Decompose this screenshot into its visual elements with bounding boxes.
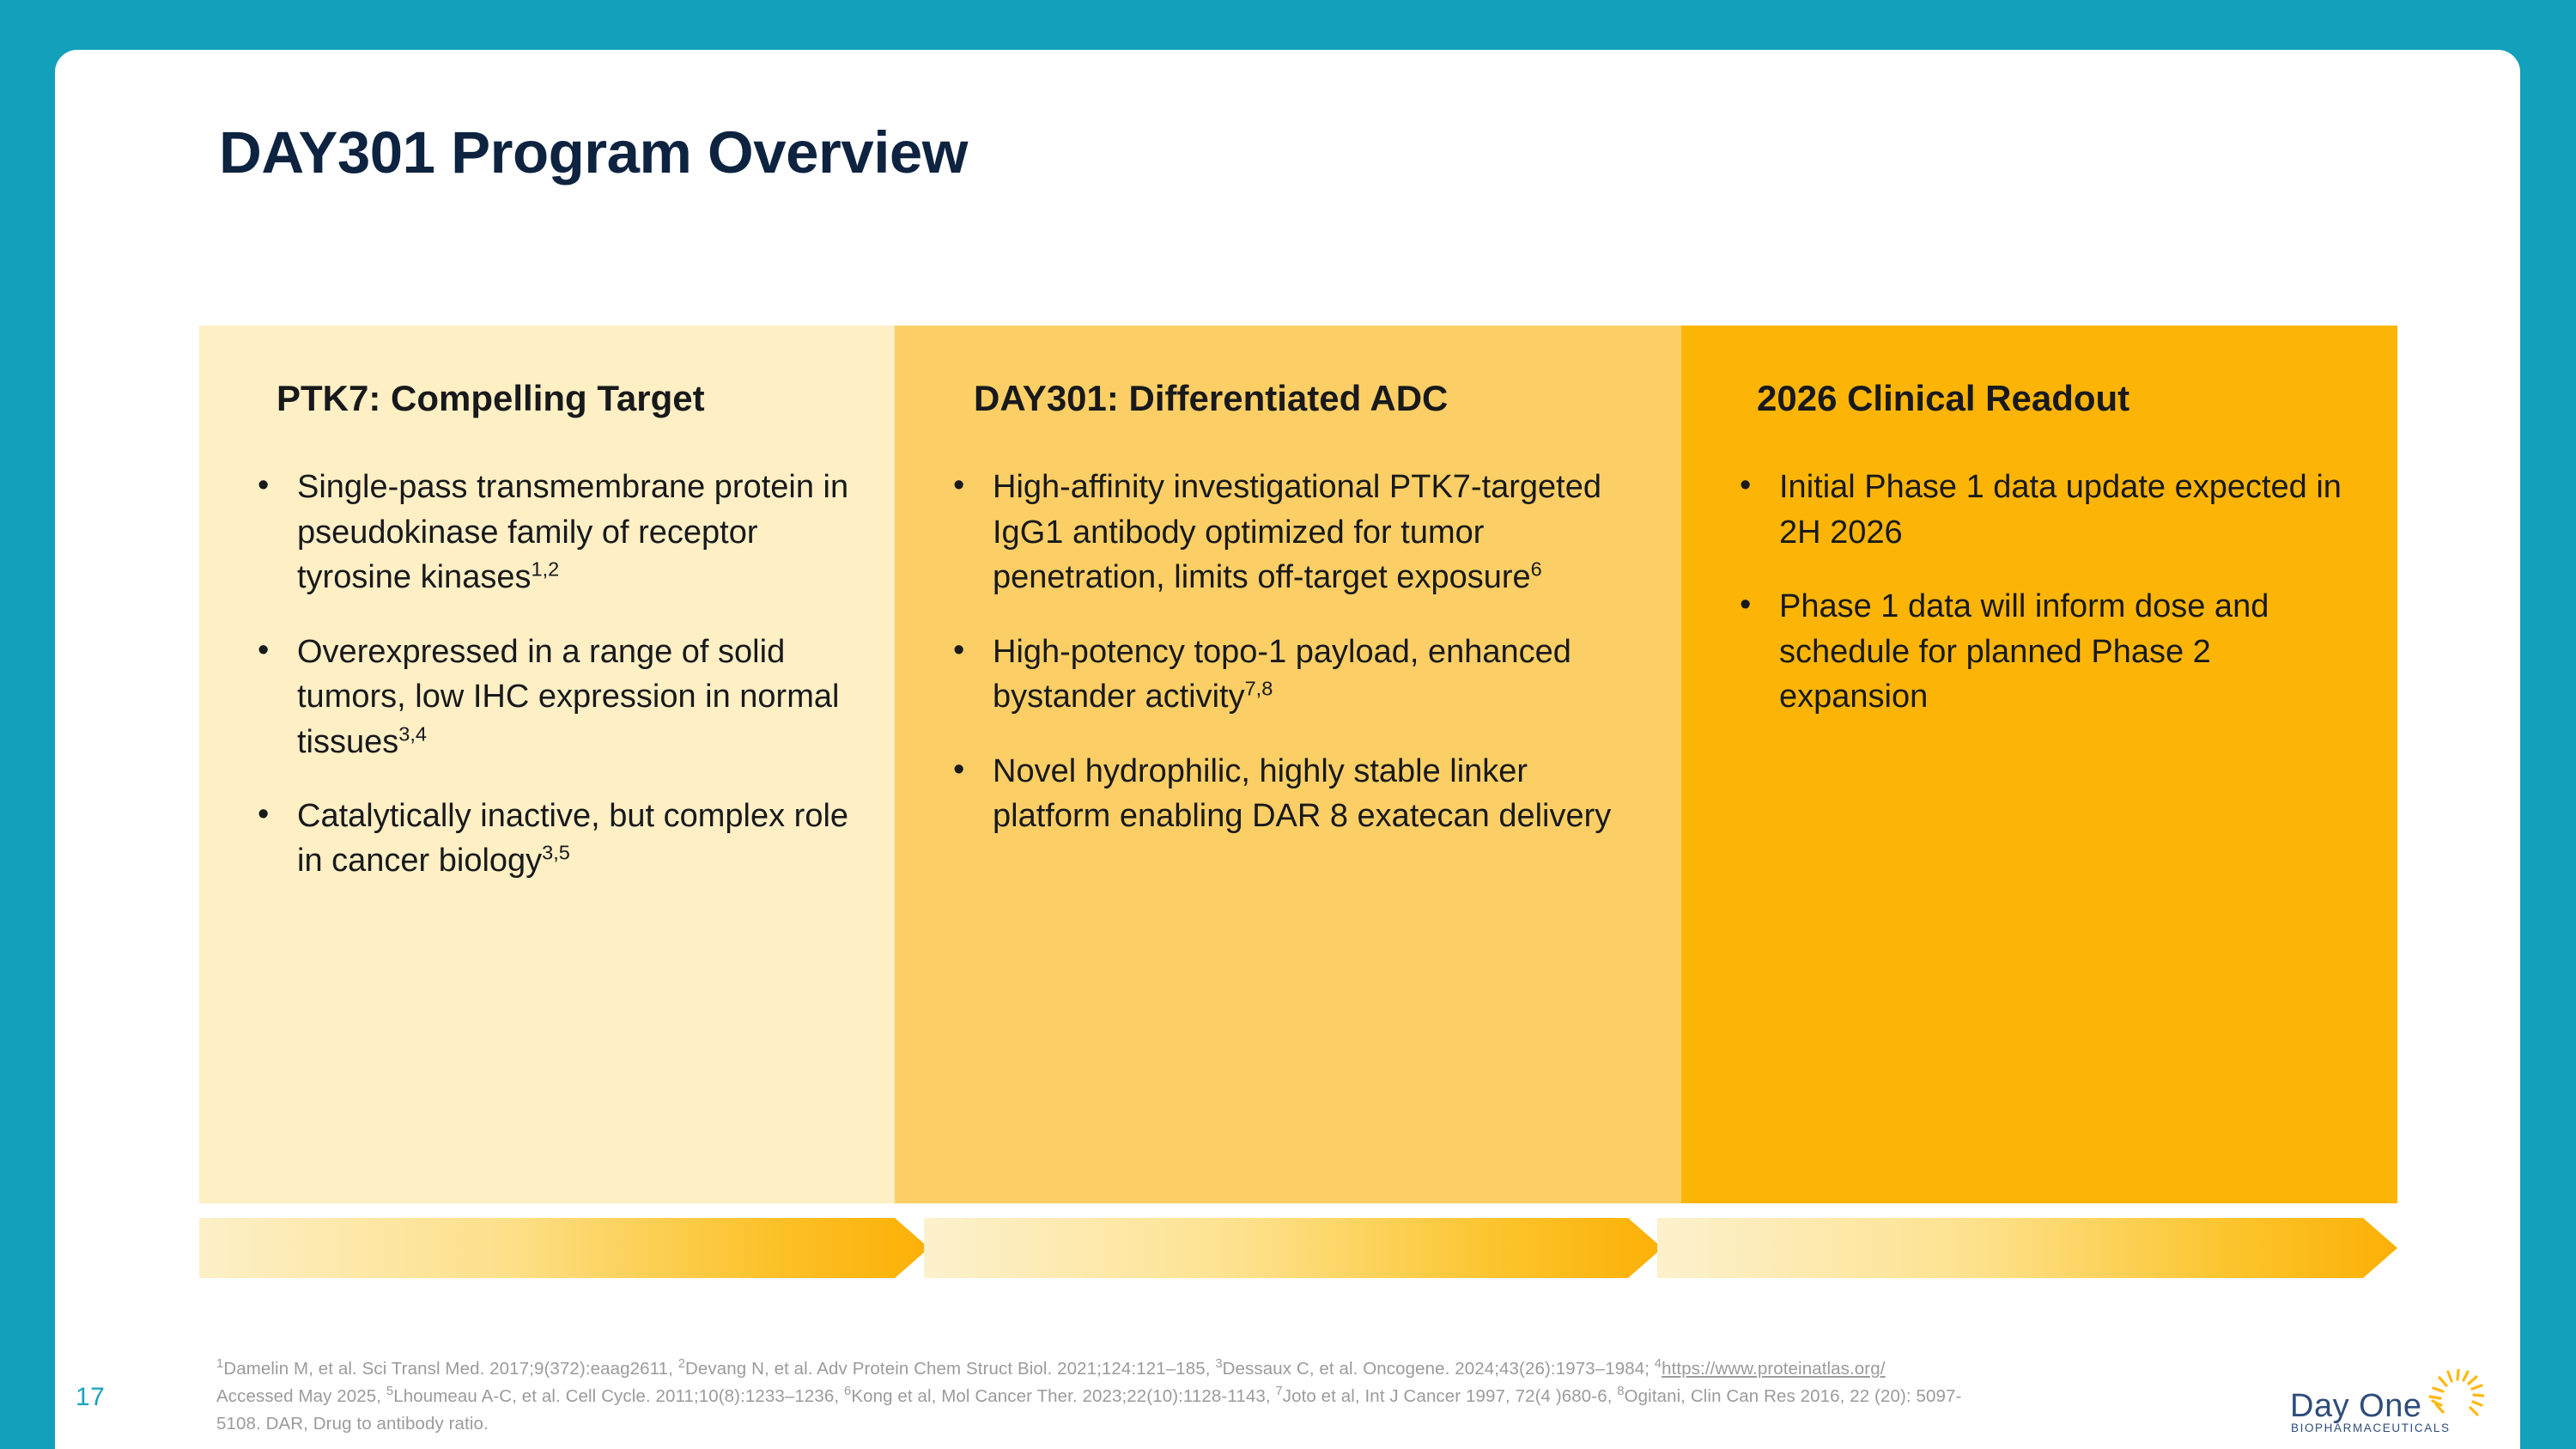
- list-item: Overexpressed in a range of solid tumors…: [244, 628, 850, 764]
- page-number: 17: [76, 1383, 106, 1411]
- footnote-text: Lhoumeau A-C, et al. Cell Cycle. 2011;10…: [393, 1385, 844, 1406]
- sunburst-icon: [2428, 1369, 2484, 1416]
- bullet-text: Single-pass transmembrane protein in pse…: [297, 469, 849, 596]
- chevron-arrow-1-icon: [199, 1218, 929, 1278]
- bullet-list: High-affinity investigational PTK7-targe…: [939, 463, 1637, 839]
- list-item: Novel hydrophilic, highly stable linker …: [939, 747, 1637, 839]
- footnote-marker: 4: [1654, 1357, 1662, 1372]
- bullet-text: High-potency topo-1 payload, enhanced by…: [993, 633, 1571, 715]
- list-item: Single-pass transmembrane protein in pse…: [244, 463, 850, 600]
- footnote-text: 5108. DAR, Drug to antibody ratio.: [216, 1413, 489, 1434]
- bullet-superscript: 3,4: [398, 721, 428, 745]
- footnote-text: Accessed May 2025,: [216, 1385, 386, 1406]
- bullet-text: Overexpressed in a range of solid tumors…: [297, 633, 840, 760]
- chevron-arrow-2-icon: [924, 1218, 1662, 1278]
- column-heading: DAY301: Differentiated ADC: [974, 378, 1449, 418]
- footnote-marker: 5: [386, 1384, 394, 1398]
- footnote-text: Dessaux C, et al. Oncogene. 2024;43(26):…: [1222, 1359, 1655, 1379]
- footnote-line-3: 5108. DAR, Drug to antibody ratio.: [216, 1410, 2234, 1438]
- bullet-text: High-affinity investigational PTK7-targe…: [993, 469, 1602, 596]
- list-item: Phase 1 data will inform dose and schedu…: [1726, 582, 2353, 719]
- list-item: High-potency topo-1 payload, enhanced by…: [939, 628, 1637, 720]
- bullet-text: Novel hydrophilic, highly stable linker …: [993, 752, 1612, 835]
- column-day301-differentiated-adc: DAY301: Differentiated ADC High-affinity…: [895, 326, 1681, 1203]
- bullet-list: Single-pass transmembrane protein in pse…: [244, 463, 850, 884]
- bullet-text: Initial Phase 1 data update expected in …: [1779, 469, 2342, 551]
- footnote-marker: 7: [1275, 1384, 1283, 1398]
- bullet-superscript: 6: [1530, 557, 1542, 581]
- footnote-marker: 3: [1215, 1357, 1223, 1372]
- logo-subtext: BIOPHARMACEUTICALS: [2291, 1422, 2451, 1434]
- footnote-line-1: 1Damelin M, et al. Sci Transl Med. 2017;…: [216, 1355, 2234, 1383]
- footnote-text: Devang N, et al. Adv Protein Chem Struct…: [685, 1359, 1216, 1379]
- column-2026-clinical-readout: 2026 Clinical Readout Initial Phase 1 da…: [1681, 326, 2397, 1203]
- column-ptk7-compelling-target: PTK7: Compelling Target Single-pass tran…: [199, 326, 895, 1203]
- column-heading: 2026 Clinical Readout: [1757, 378, 2130, 418]
- footnote-line-2: Accessed May 2025, 5Lhoumeau A-C, et al.…: [216, 1383, 2234, 1410]
- company-logo: Day One BIOPHARMACEUTICALS: [2290, 1369, 2484, 1440]
- footnote-marker: 2: [677, 1357, 686, 1372]
- footnote-text: Joto et al, Int J Cancer 1997, 72(4 )680…: [1282, 1385, 1618, 1406]
- bullet-text: Catalytically inactive, but complex role…: [297, 798, 849, 880]
- progression-chevron-band: [199, 1218, 2397, 1278]
- bullet-list: Initial Phase 1 data update expected in …: [1726, 463, 2353, 719]
- bullet-superscript: 1,2: [531, 557, 560, 581]
- list-item: Catalytically inactive, but complex role…: [244, 792, 850, 884]
- three-column-panel: PTK7: Compelling Target Single-pass tran…: [199, 326, 2397, 1203]
- page-title: DAY301 Program Overview: [219, 119, 968, 186]
- proteinatlas-link[interactable]: https://www.proteinatlas.org/: [1662, 1359, 1886, 1379]
- footnote-marker: 1: [216, 1357, 224, 1372]
- footnote-marker: 6: [844, 1384, 852, 1398]
- bullet-superscript: 7,8: [1244, 677, 1273, 700]
- bullet-text: Phase 1 data will inform dose and schedu…: [1779, 588, 2269, 715]
- chevron-arrow-3-icon: [1657, 1218, 2397, 1278]
- logo-wordmark: Day One: [2290, 1388, 2422, 1424]
- list-item: Initial Phase 1 data update expected in …: [1726, 463, 2353, 555]
- list-item: High-affinity investigational PTK7-targe…: [939, 463, 1637, 600]
- footnote-text: Damelin M, et al. Sci Transl Med. 2017;9…: [223, 1359, 678, 1379]
- bullet-superscript: 3,5: [542, 841, 570, 864]
- footnotes: 1Damelin M, et al. Sci Transl Med. 2017;…: [216, 1355, 2234, 1437]
- column-heading: PTK7: Compelling Target: [276, 378, 705, 418]
- footnote-text: Kong et al, Mol Cancer Ther. 2023;22(10)…: [851, 1385, 1276, 1406]
- footnote-marker: 8: [1617, 1384, 1625, 1398]
- footnote-text: Ogitani, Clin Can Res 2016, 22 (20): 509…: [1624, 1385, 1962, 1406]
